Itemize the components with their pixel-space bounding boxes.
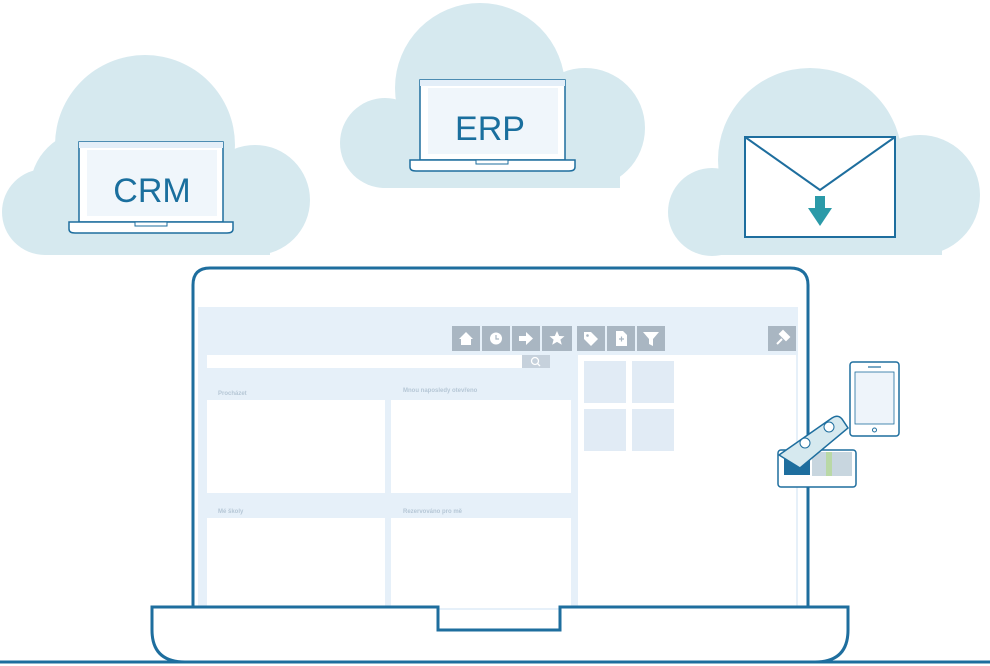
star-icon <box>549 331 565 345</box>
erp-laptop: ERP <box>409 79 576 172</box>
panel-recent-title: Mnou naposledy otevřeno <box>403 388 478 394</box>
arrow-right-icon <box>519 332 533 345</box>
main-laptop: Procházet Mnou naposledy otevřeno Mé ško… <box>150 266 850 664</box>
panel-my-stuff-title: Mé školy <box>218 509 244 515</box>
document-button[interactable] <box>607 326 635 351</box>
crm-laptop: CRM <box>68 141 234 234</box>
panel-my-stuff: Mé školy <box>207 509 385 608</box>
tile[interactable] <box>584 409 626 451</box>
search-input[interactable] <box>207 355 550 368</box>
search-button[interactable] <box>522 355 550 368</box>
pin-icon <box>776 329 791 345</box>
erp-label: ERP <box>455 110 525 148</box>
tag-button[interactable] <box>577 326 605 351</box>
tile[interactable] <box>584 361 626 403</box>
filter-icon <box>643 332 659 346</box>
smartphone-icon <box>849 361 900 437</box>
scanner-icon <box>777 415 857 488</box>
panel-browse: Procházet <box>207 391 385 493</box>
history-button[interactable] <box>482 326 510 351</box>
panel-recent: Mnou naposledy otevřeno <box>391 388 571 493</box>
panel-browse-title: Procházet <box>218 391 247 397</box>
home-icon <box>459 332 473 345</box>
tile[interactable] <box>632 361 674 403</box>
tile-grid <box>584 361 674 451</box>
envelope-download-icon <box>744 136 896 238</box>
filter-button[interactable] <box>637 326 665 351</box>
pin-button[interactable] <box>768 326 796 351</box>
forward-button[interactable] <box>512 326 540 351</box>
favorites-button[interactable] <box>542 326 572 351</box>
panel-reserved-title: Rezervováno pro mě <box>403 509 463 515</box>
panel-reserved: Rezervováno pro mě <box>391 509 571 608</box>
home-button[interactable] <box>452 326 480 351</box>
crm-label: CRM <box>113 172 190 210</box>
tile[interactable] <box>632 409 674 451</box>
search-icon <box>530 356 540 366</box>
search-bar[interactable] <box>207 355 550 368</box>
toolbar <box>452 326 796 351</box>
